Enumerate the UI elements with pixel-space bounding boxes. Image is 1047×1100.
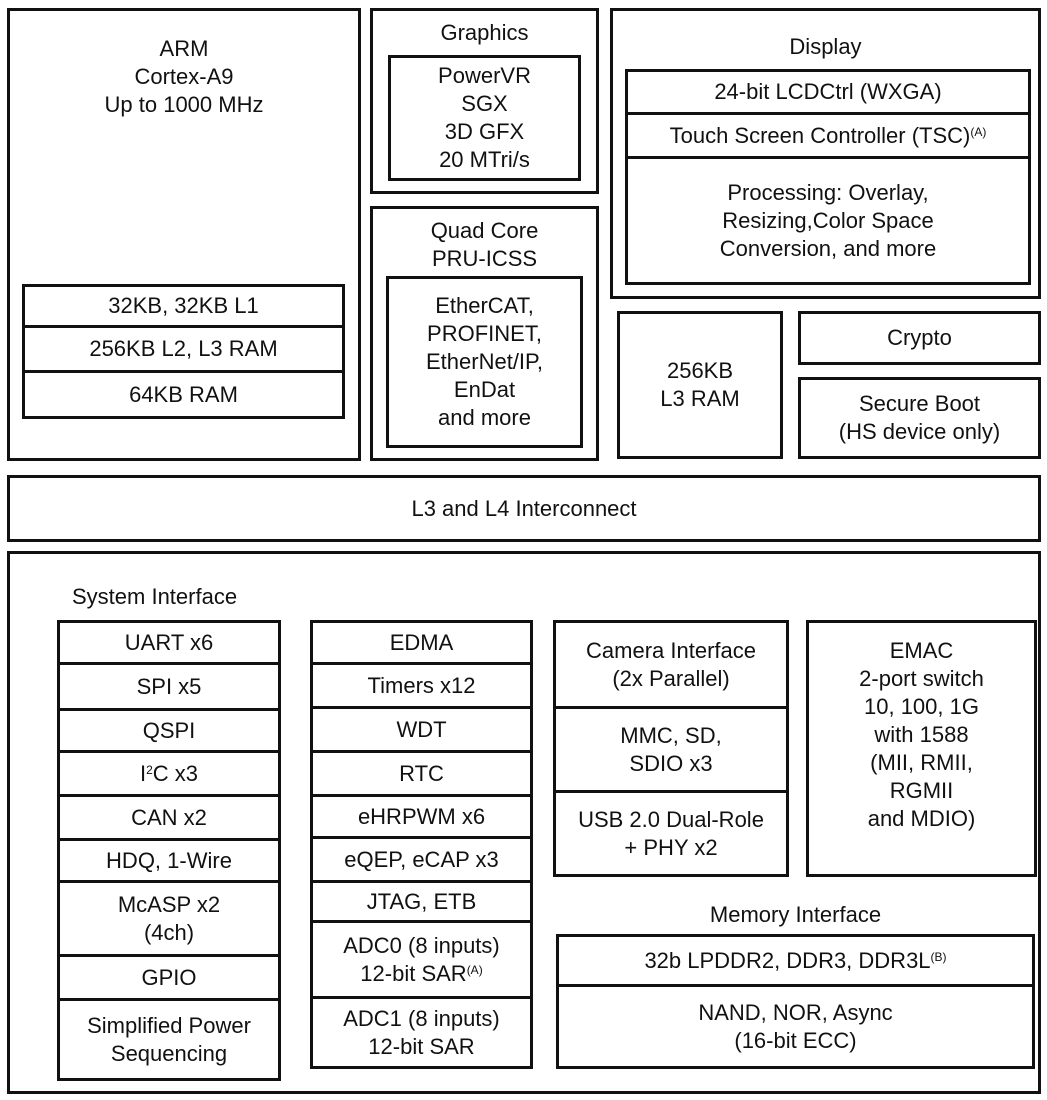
power-sequencing: Simplified Power Sequencing — [57, 998, 281, 1081]
hdq: HDQ, 1-Wire — [57, 838, 281, 883]
emac-line: 2-port switch — [859, 666, 984, 691]
l3ram-line: 256KB — [666, 358, 734, 383]
display-processing: Processing: Overlay, Resizing,Color Spac… — [625, 156, 1031, 285]
nand-line: NAND, NOR, Async — [698, 999, 893, 1025]
adc0: ADC0 (8 inputs) 12-bit SAR(A) — [310, 920, 533, 999]
gfx-line: 20 MTri/s — [439, 147, 530, 172]
processing-line: Conversion, and more — [719, 235, 937, 261]
secure-boot-line: Secure Boot — [858, 391, 981, 416]
qspi: QSPI — [57, 708, 281, 753]
emac-line: 10, 100, 1G — [864, 694, 979, 719]
emac-line: RGMII — [889, 778, 954, 803]
spi: SPI x5 — [57, 662, 281, 711]
gfx-line: SGX — [461, 91, 508, 116]
protocol: EnDat — [453, 377, 516, 402]
protocol: EtherNet/IP, — [426, 349, 543, 374]
ehrpwm: eHRPWM x6 — [310, 794, 533, 839]
rtc: RTC — [310, 750, 533, 797]
can: CAN x2 — [57, 794, 281, 841]
tsc-footnote: (A) — [970, 124, 987, 139]
emac-line: and MDIO) — [867, 806, 976, 831]
power-line: Sequencing — [110, 1040, 228, 1066]
arm-core: Cortex-A9 — [134, 64, 234, 89]
protocol: EtherCAT, — [435, 293, 534, 318]
tsc-label: Touch Screen Controller (TSC) — [669, 122, 971, 148]
l2-cache: 256KB L2, L3 RAM — [22, 325, 345, 373]
emac-line: (MII, RMII, — [870, 750, 973, 775]
mmc-line: SDIO x3 — [629, 750, 713, 776]
gfx-line: PowerVR — [438, 63, 531, 88]
i2c: I2C x3 — [57, 750, 281, 797]
adc1-line: 12-bit SAR — [368, 1033, 475, 1059]
emac-line: with 1588 — [874, 722, 969, 747]
ddr-label: 32b LPDDR2, DDR3, DDR3L — [644, 947, 931, 973]
l3ram-line: L3 RAM — [660, 386, 740, 411]
pru-title: Quad Core PRU-ICSS — [373, 217, 596, 273]
ddr-footnote: (B) — [930, 949, 947, 964]
eqep: eQEP, eCAP x3 — [310, 836, 533, 883]
arm-freq: Up to 1000 MHz — [104, 92, 264, 117]
secure-boot-block: Secure Boot (HS device only) — [798, 377, 1041, 459]
touch-screen-controller: Touch Screen Controller (TSC)(A) — [625, 112, 1031, 159]
pru-title-line: Quad Core — [430, 218, 539, 243]
crypto-block: Crypto — [798, 311, 1041, 365]
l3-ram-block: 256KB L3 RAM — [617, 311, 783, 459]
emac-line: EMAC — [889, 638, 954, 663]
ram-64kb: 64KB RAM — [22, 370, 345, 419]
timers: Timers x12 — [310, 662, 533, 709]
camera-line: (2x Parallel) — [612, 665, 730, 691]
mcasp: McASP x2 (4ch) — [57, 880, 281, 957]
i2c-label: I — [139, 760, 147, 786]
gfx-line: 3D GFX — [444, 119, 525, 144]
edma: EDMA — [310, 620, 533, 665]
adc0-line: 12-bit SAR — [360, 960, 467, 986]
adc0-line: ADC0 (8 inputs) — [343, 932, 500, 958]
power-line: Simplified Power — [87, 1012, 251, 1038]
powervr-box: PowerVR SGX 3D GFX 20 MTri/s — [388, 55, 581, 181]
mmc-sd: MMC, SD, SDIO x3 — [553, 706, 789, 793]
nand-nor: NAND, NOR, Async (16-bit ECC) — [556, 984, 1035, 1069]
adc0-footnote: (A) — [466, 962, 483, 977]
processing-line: Resizing,Color Space — [722, 207, 934, 233]
secure-boot-line: (HS device only) — [838, 419, 1001, 444]
lcd-controller: 24-bit LCDCtrl (WXGA) — [625, 69, 1031, 115]
adc1-line: ADC1 (8 inputs) — [343, 1005, 500, 1031]
uart: UART x6 — [57, 620, 281, 665]
i2c-sup: 2 — [146, 762, 153, 777]
processing-line: Processing: Overlay, — [727, 179, 929, 205]
jtag: JTAG, ETB — [310, 880, 533, 923]
gpio: GPIO — [57, 954, 281, 1001]
mcasp-line: McASP x2 — [117, 891, 221, 917]
graphics-title: Graphics — [440, 20, 529, 45]
arm-title: ARM Cortex-A9 Up to 1000 MHz — [10, 35, 358, 119]
wdt: WDT — [310, 706, 533, 753]
arm-name: ARM — [159, 36, 209, 61]
interconnect-bar: L3 and L4 Interconnect — [7, 475, 1041, 542]
l1-cache: 32KB, 32KB L1 — [22, 284, 345, 328]
display-title: Display — [789, 34, 862, 59]
emac: EMAC 2-port switch 10, 100, 1G with 1588… — [806, 620, 1037, 877]
adc1: ADC1 (8 inputs) 12-bit SAR — [310, 996, 533, 1069]
camera-interface: Camera Interface (2x Parallel) — [553, 620, 789, 709]
ddr: 32b LPDDR2, DDR3, DDR3L(B) — [556, 934, 1035, 987]
usb: USB 2.0 Dual-Role + PHY x2 — [553, 790, 789, 877]
protocol: PROFINET, — [427, 321, 542, 346]
mmc-line: MMC, SD, — [620, 722, 722, 748]
memory-interface-label: Memory Interface — [709, 902, 882, 927]
mcasp-line: (4ch) — [143, 919, 195, 945]
system-interface-label: System Interface — [72, 584, 238, 609]
camera-line: Camera Interface — [586, 637, 756, 663]
protocol: and more — [438, 405, 531, 430]
usb-line: + PHY x2 — [624, 834, 718, 860]
usb-line: USB 2.0 Dual-Role — [578, 806, 764, 832]
pru-title-line: PRU-ICSS — [431, 246, 538, 271]
pru-protocols-box: EtherCAT, PROFINET, EtherNet/IP, EnDat a… — [386, 276, 583, 448]
nand-line: (16-bit ECC) — [734, 1027, 857, 1053]
i2c-label-rest: C x3 — [152, 760, 199, 786]
